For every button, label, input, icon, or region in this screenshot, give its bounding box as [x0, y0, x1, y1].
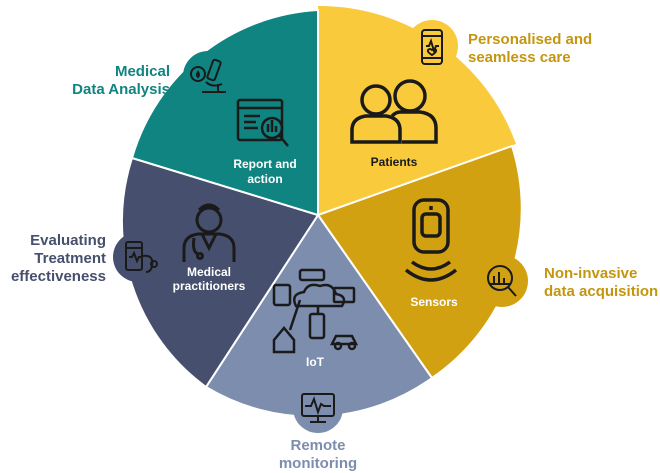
monitor-heartbeat-icon — [301, 393, 335, 423]
personalised-badge — [406, 20, 458, 72]
evaluating-line1: Evaluating — [30, 232, 106, 249]
non-invasive-badge — [476, 255, 528, 307]
label-evaluating-treatment: Evaluating Treatment effectiveness — [4, 232, 106, 286]
evaluating-badge — [113, 232, 163, 282]
iot-label: IoT — [306, 355, 325, 369]
label-medical-data-analysis: Medical Data Analysis — [60, 63, 170, 99]
practitioners-label-line1: Medical — [187, 265, 231, 279]
label-personalised-care: Personalised and seamless care — [468, 31, 592, 67]
sensors-label: Sensors — [410, 295, 458, 309]
medical-data-badge — [183, 51, 233, 101]
report-analysis-icon — [236, 98, 289, 147]
label-non-invasive: Non-invasive data acquisition — [544, 265, 658, 301]
chart-magnifier-icon — [487, 265, 517, 297]
sensor-icon — [404, 198, 458, 282]
label-remote-monitoring: Remote monitoring — [268, 437, 368, 473]
non-invasive-line2: data acquisition — [544, 283, 659, 300]
report-label-line2: action — [247, 172, 282, 186]
remote-line1: Remote — [290, 437, 346, 454]
doctor-icon — [182, 203, 236, 262]
medical-data-line2: Data Analysis — [72, 81, 170, 98]
evaluating-line2: Treatment — [34, 250, 106, 267]
report-label-line1: Report and — [233, 157, 296, 171]
segment-practitioners — [121, 156, 320, 389]
remote-badge — [293, 383, 343, 433]
patients-label: Patients — [371, 155, 418, 169]
practitioners-label-line2: practitioners — [173, 279, 246, 293]
microscope-icon — [190, 58, 226, 93]
personalised-line1: Personalised and — [468, 31, 593, 48]
heart-phone-icon — [421, 29, 443, 65]
personalised-line2: seamless care — [468, 49, 571, 66]
medical-data-line1: Medical — [114, 63, 170, 80]
iot-network-icon — [272, 268, 359, 354]
phone-stethoscope-icon — [125, 241, 158, 273]
non-invasive-line1: Non-invasive — [544, 265, 638, 282]
remote-line2: monitoring — [278, 455, 358, 472]
evaluating-line3: effectiveness — [10, 268, 106, 285]
patients-icon — [350, 79, 438, 144]
